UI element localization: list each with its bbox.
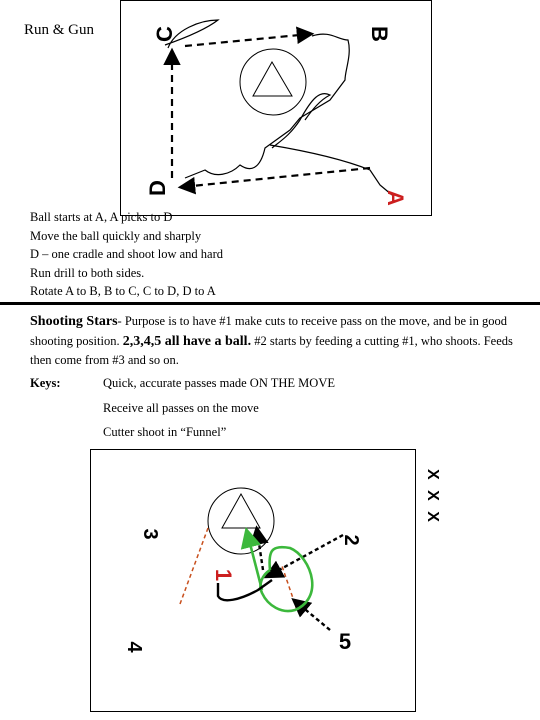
description-line: Rotate A to B, B to C, C to D, D to A xyxy=(30,284,216,299)
drill1-title: Run & Gun xyxy=(24,22,95,38)
keys-label: Keys: xyxy=(30,376,61,390)
drill1-description: Ball starts at A, A picks to D Move the … xyxy=(30,208,223,301)
drill2-paragraph: Shooting Stars- Purpose is to have #1 ma… xyxy=(30,312,530,370)
drill2-diagram-frame xyxy=(90,449,416,712)
player-5-label: 5 xyxy=(339,629,351,654)
drill2-cutter-path xyxy=(216,579,273,602)
player-1-label: 1 xyxy=(211,569,236,581)
drill2-bold-note: 2,3,4,5 all have a ball. xyxy=(122,333,252,349)
player-c-label: C xyxy=(152,26,177,42)
drill1-pass-lines xyxy=(163,26,371,195)
player-4-label: 4 xyxy=(123,641,145,653)
key-item: Receive all passes on the move xyxy=(103,401,259,415)
key-item: Cutter shoot in “Funnel” xyxy=(103,425,227,439)
player-b-label: B xyxy=(367,26,392,42)
drill2-intro: - Purpose is to have #1 make cuts to rec… xyxy=(30,314,508,348)
player-d-label: D xyxy=(145,180,170,196)
player-3-label: 3 xyxy=(139,528,161,539)
drill1-diagram-frame xyxy=(120,0,432,216)
player-a-label: A xyxy=(383,190,408,206)
key-item: Quick, accurate passes made ON THE MOVE xyxy=(103,376,335,390)
drill1-run-lines xyxy=(164,19,393,196)
drill2-green-path xyxy=(240,526,314,613)
player-2-label: 2 xyxy=(340,534,362,545)
sideline-x-marks: X X X xyxy=(424,469,441,525)
description-line: Run drill to both sides. xyxy=(30,265,145,280)
drill2-rest: #2 starts by feeding a cutting #1, who s… xyxy=(30,333,513,368)
drill2-title: Shooting Stars xyxy=(30,314,118,329)
description-line: Ball starts at A, A picks to D xyxy=(30,210,173,224)
description-line: Move the ball quickly and sharply xyxy=(30,228,202,243)
drill1-goal-crease xyxy=(239,48,307,116)
description-line: D – one cradle and shoot low and hard xyxy=(30,247,223,262)
section-divider xyxy=(0,302,540,305)
